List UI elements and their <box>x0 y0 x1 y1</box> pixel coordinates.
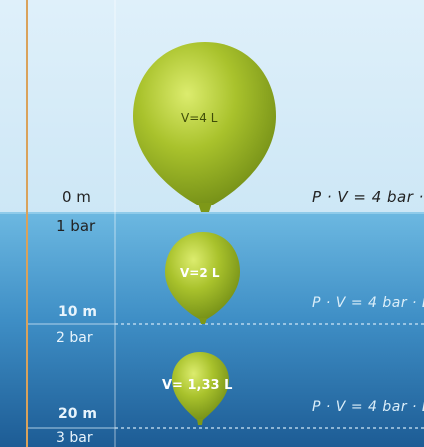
pressure-label-3bar: 3 bar <box>56 430 93 446</box>
left-border <box>26 0 28 447</box>
balloon-surface-volume: V=4 L <box>181 111 218 125</box>
balloon-10m <box>165 232 240 324</box>
balloon-20m <box>172 352 229 425</box>
pressure-label-1bar: 1 bar <box>56 217 96 235</box>
equation-20m: P · V = 4 bar · L <box>312 399 424 415</box>
equation-10m: P · V = 4 bar · L <box>312 295 424 311</box>
depth-label-20m: 20 m <box>58 406 97 422</box>
balloon-20m-volume: V= 1,33 L <box>162 378 233 393</box>
depth-label-10m: 10 m <box>58 304 97 320</box>
equation-surface: P · V = 4 bar · L <box>312 188 424 206</box>
balloon-10m-volume: V=2 L <box>180 266 220 280</box>
depth-label-0m: 0 m <box>62 188 91 206</box>
pressure-label-2bar: 2 bar <box>56 330 93 346</box>
balloon-surface <box>133 42 276 212</box>
